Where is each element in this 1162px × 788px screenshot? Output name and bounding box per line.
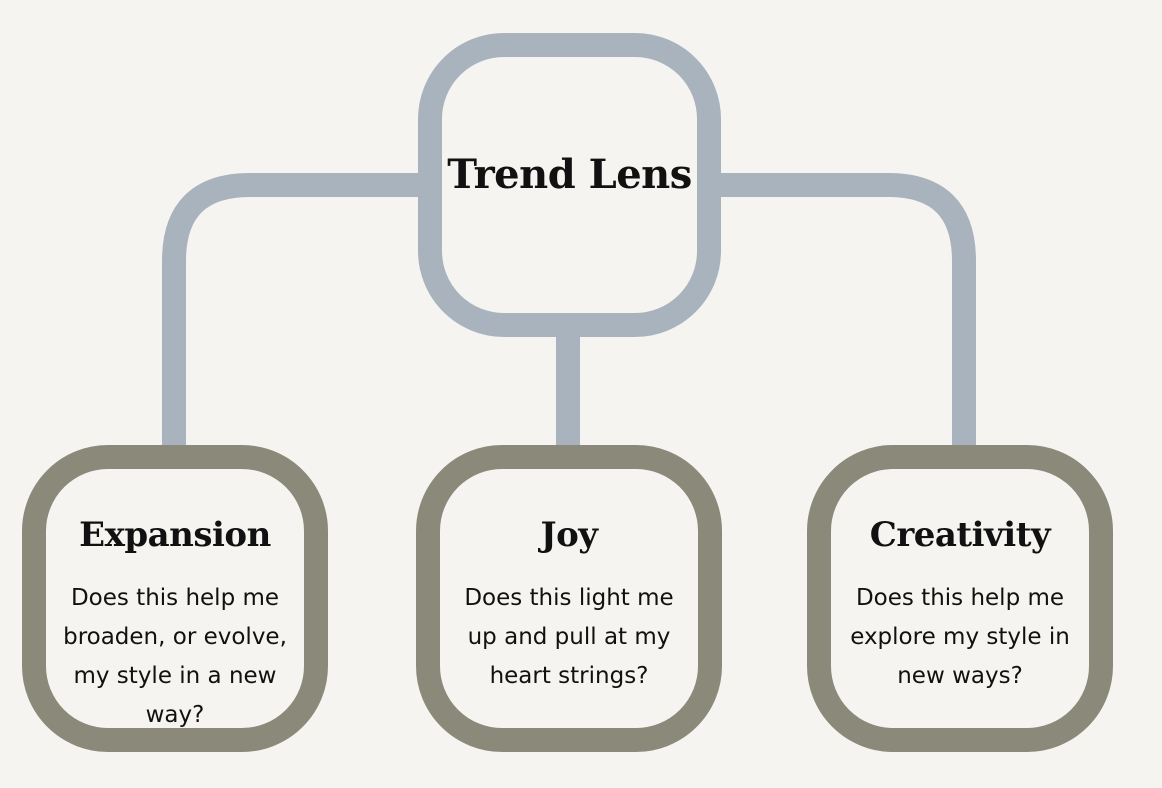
child-node-title: Creativity <box>869 515 1051 555</box>
child-node-description: Does this light me up and pull at my hea… <box>464 585 674 689</box>
child-node-title: Joy <box>540 515 598 555</box>
root-node-label: Trend Lens <box>447 150 692 198</box>
child-node-joy: Joy Does this light me up and pull at my… <box>416 445 722 752</box>
child-node-creativity: Creativity Does this help me explore my … <box>807 445 1113 752</box>
connector-to-creativity <box>709 173 976 452</box>
root-node: Trend Lens <box>418 33 721 337</box>
child-node-expansion: Expansion Does this help me broaden, or … <box>22 445 328 752</box>
child-node-description: Does this help me broaden, or evolve, my… <box>63 585 287 728</box>
connector-to-expansion <box>162 173 430 452</box>
child-node-description: Does this help me explore my style in ne… <box>850 585 1070 689</box>
child-node-title: Expansion <box>79 515 271 555</box>
